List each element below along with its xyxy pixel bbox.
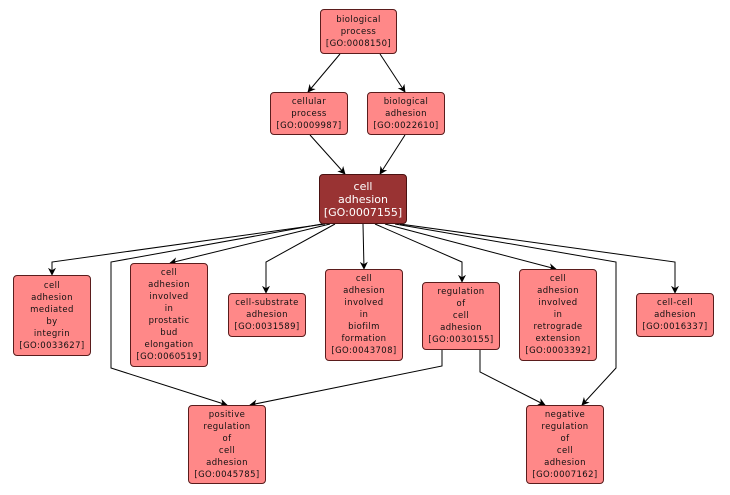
go-term-label-line: cell (160, 268, 178, 278)
go-term-label-line: prostatic (148, 316, 190, 326)
edge-GO0008150-to-GO0022610 (379, 53, 406, 93)
go-term-label-line: involved (344, 298, 384, 308)
go-term-id: [GO:0022610] (373, 120, 439, 131)
go-term-label-line: cell (218, 445, 236, 456)
go-term-id: [GO:0016337] (642, 322, 708, 332)
go-term-label-line: cell (549, 274, 567, 284)
go-term-node-cell-substrate-adhesion[interactable]: cell-substrate adhesion [GO:0031589] (228, 293, 306, 337)
go-term-label-line: cell-substrate (235, 298, 299, 308)
edge-GO0007155-to-GO0016337 (399, 223, 679, 294)
go-term-label-line: integrin (33, 328, 71, 339)
go-term-label-line: adhesion (440, 323, 482, 333)
go-term-label-line: adhesion (246, 310, 288, 320)
edge-GO0007155-to-GO0033627 (48, 223, 326, 276)
go-term-label-line: positive (208, 409, 246, 420)
go-term-label-line: of (560, 433, 570, 444)
edge-GO0009987-to-GO0007155 (309, 134, 346, 175)
go-term-label-line: biological (336, 14, 381, 25)
go-term-id: [GO:0060519] (136, 352, 202, 362)
go-term-label-line: biological (383, 96, 429, 107)
edge-GO0007155-to-GO0003392 (384, 223, 557, 272)
go-term-label-line: mediated (30, 304, 74, 315)
go-term-label-line: cell (43, 280, 61, 291)
go-term-node-prostatic-bud-elongation[interactable]: cell adhesion involved in prostatic bud elonga… (130, 263, 208, 367)
go-term-label-line: cell (355, 274, 373, 284)
go-term-label-line: cellular (291, 96, 327, 107)
edge-GO0007155-to-GO0030155 (374, 223, 466, 283)
edge-GO0008150-to-GO0009987 (307, 53, 341, 93)
go-term-label-line: cell (452, 311, 470, 321)
go-term-label-line: extension (535, 334, 581, 344)
go-term-label-line: process (340, 26, 377, 37)
edge-GO0030155-to-GO0045785 (249, 350, 443, 408)
go-term-label-line: process (291, 108, 327, 119)
go-term-label-line: elongation (144, 340, 194, 350)
go-term-label-line: retrograde (533, 322, 583, 332)
go-term-label-line: in (359, 310, 369, 320)
go-term-label-line: bud (160, 328, 178, 338)
go-term-label-line: biofilm (348, 322, 380, 332)
go-term-id: [GO:0007162] (532, 469, 598, 480)
go-term-id: [GO:0030155] (428, 335, 494, 345)
go-term-label-line: formation (341, 334, 387, 344)
go-term-label-line: in (553, 310, 563, 320)
go-term-label-line: adhesion (385, 108, 427, 119)
go-term-label-line: adhesion (148, 280, 190, 290)
edge-GO0007155-to-GO0045785 (110, 223, 323, 407)
go-term-label-line: adhesion (654, 310, 696, 320)
edge-GO0007155-to-GO0043708 (359, 223, 368, 270)
go-term-id: [GO:0045785] (194, 469, 260, 480)
edge-GO0007155-to-GO0031589 (262, 223, 336, 294)
go-term-id: [GO:0033627] (19, 340, 85, 351)
go-term-label-line: adhesion (537, 286, 579, 296)
go-term-node-cell-cell-adhesion[interactable]: cell-cell adhesion [GO:0016337] (636, 293, 714, 337)
go-term-id: [GO:0031589] (234, 322, 300, 332)
go-term-label-line: adhesion (31, 292, 73, 303)
go-term-label-line: involved (538, 298, 578, 308)
go-term-label-line: cell (556, 445, 574, 456)
go-term-label-line: of (456, 299, 466, 309)
go-term-label-line: adhesion (343, 286, 385, 296)
go-term-label-line: cell (353, 179, 373, 193)
go-term-node-biofilm-formation[interactable]: cell adhesion involved in biofilm formation [G… (325, 269, 403, 361)
go-term-label-line: regulation (437, 287, 485, 297)
go-term-label-line: adhesion (206, 457, 248, 468)
go-term-node-regulation-of-cell-adhesion[interactable]: regulation of cell adhesion [GO:0030155] (422, 282, 500, 350)
go-term-label-line: regulation (203, 421, 251, 432)
edge-GO0022610-to-GO0007155 (379, 134, 406, 175)
go-term-label-line: adhesion (338, 192, 388, 206)
go-term-id: [GO:0003392] (525, 346, 591, 356)
edge-GO0007155-to-GO0007162 (394, 223, 617, 406)
go-term-id: [GO:0043708] (331, 346, 397, 356)
edge-GO0007155-to-GO0060519 (169, 223, 331, 266)
go-term-label-line: negative (544, 409, 586, 420)
go-term-label-line: cell-cell (657, 298, 693, 308)
go-term-id: [GO:0007155] (323, 205, 403, 219)
go-term-node-retrograde-extension[interactable]: cell adhesion involved in retrograde extensio… (519, 269, 597, 361)
go-term-label-line: adhesion (544, 457, 586, 468)
go-term-label-line: in (164, 304, 174, 314)
go-term-label-line: involved (149, 292, 189, 302)
go-term-label-line: regulation (541, 421, 589, 432)
go-term-id: [GO:0009987] (276, 120, 342, 131)
go-term-label-line: by (46, 316, 58, 327)
go-term-label-line: of (222, 433, 232, 444)
edge-GO0030155-to-GO0007162 (479, 350, 546, 406)
go-term-id: [GO:0008150] (325, 38, 392, 49)
